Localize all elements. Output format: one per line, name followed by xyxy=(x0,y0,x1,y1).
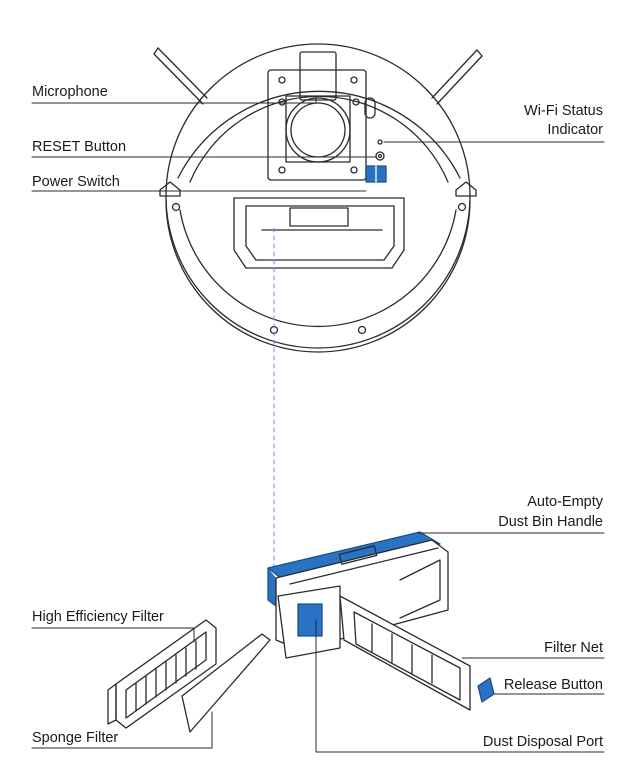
power-switch-label: Power Switch xyxy=(32,174,120,190)
auto-empty-label-line2: Dust Bin Handle xyxy=(498,514,603,530)
filter-net-label: Filter Net xyxy=(544,640,603,656)
side-brush-right xyxy=(431,49,483,105)
sponge-filter-label: Sponge Filter xyxy=(32,730,119,746)
wifi-status-label-line1: Wi-Fi Status xyxy=(524,103,603,119)
microphone-label: Microphone xyxy=(32,84,108,100)
reset-button-label: RESET Button xyxy=(32,139,127,155)
auto-empty-label-line1: Auto-Empty xyxy=(527,494,603,510)
dust-bin xyxy=(267,531,495,711)
high-efficiency-filter-label: High Efficiency Filter xyxy=(32,609,164,625)
release-button-label: Release Button xyxy=(503,677,603,693)
sponge-filter xyxy=(181,633,271,733)
robot-vacuum-body xyxy=(153,43,483,353)
side-brush-left xyxy=(153,47,208,105)
high-efficiency-filter xyxy=(107,619,217,729)
dust-disposal-port-label: Dust Disposal Port xyxy=(482,734,603,750)
leader-lines xyxy=(31,95,605,753)
wifi-status-label-line2: Indicator xyxy=(547,122,603,138)
